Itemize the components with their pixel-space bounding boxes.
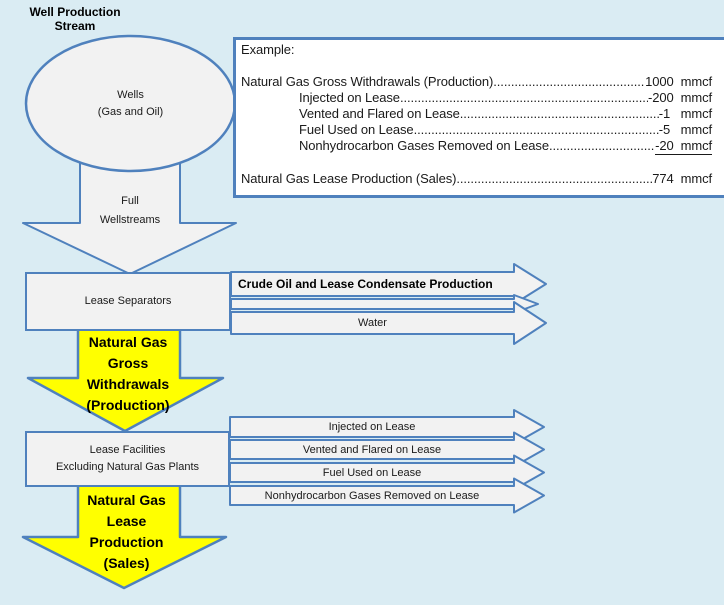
lease-facilities-label: Lease Facilities Excluding Natural Gas P… (55, 444, 200, 473)
example-row-value: 774 mmcf (652, 171, 712, 186)
ng-gross-withdrawals-down-arrow (26, 327, 225, 433)
ng-lease-production-label: Natural Gas Lease Production (Sales) (87, 492, 166, 571)
nonhydrocarbon-arrow (229, 477, 545, 514)
wells-label: Wells (Gas and Oil) (97, 89, 164, 118)
crude-oil-label: Crude Oil and Lease Condensate Productio… (238, 277, 493, 291)
dot-leader (400, 90, 648, 106)
water-right-arrow (230, 301, 547, 345)
dot-leader (493, 74, 645, 90)
example-row-lease-production: Natural Gas Lease Production (Sales) 774… (241, 171, 712, 187)
dot-leader (414, 122, 659, 138)
water-label: Water (358, 317, 387, 329)
example-box: Example: Natural Gas Gross Withdrawals (… (233, 37, 724, 198)
example-row-value: -20 mmcf (655, 138, 712, 155)
vented-flared-arrow (229, 431, 545, 468)
crude-oil-right-arrow (230, 263, 547, 305)
dot-leader (460, 106, 659, 122)
example-row-label: Injected on Lease (299, 90, 400, 105)
lease-separators-label: Lease Separators (84, 295, 172, 307)
ng-gross-withdrawals-label: Natural Gas Gross Withdrawals (Productio… (86, 334, 170, 413)
vented-flared-label: Vented and Flared on Lease (302, 444, 442, 456)
example-header: Example: (241, 42, 295, 57)
dot-leader (456, 171, 652, 187)
example-row-fuel: Fuel Used on Lease -5 mmcf (241, 122, 712, 138)
example-row-injected: Injected on Lease -200 mmcf (241, 90, 712, 106)
example-row-value: -5 mmcf (658, 122, 712, 137)
example-row-label: Vented and Flared on Lease (299, 106, 460, 121)
example-row-nonhydrocarbon: Nonhydrocarbon Gases Removed on Lease.. … (241, 138, 712, 155)
example-row-label: Natural Gas Gross Withdrawals (Productio… (241, 74, 494, 89)
dot-leader (556, 138, 655, 154)
diagram-title: Well Production Stream (29, 5, 121, 33)
lease-facilities-box: Lease Facilities Excluding Natural Gas P… (25, 431, 230, 487)
example-row-value: -1 mmcf (658, 106, 712, 121)
nonhydrocarbon-label: Nonhydrocarbon Gases Removed on Lease (264, 490, 480, 502)
example-row-label: Natural Gas Lease Production (Sales) (241, 171, 457, 186)
fuel-used-label: Fuel Used on Lease (322, 467, 422, 479)
lease-separators-box: Lease Separators (25, 272, 231, 331)
full-wellstreams-down-arrow (22, 159, 237, 275)
example-row-label: Nonhydrocarbon Gases Removed on Lease.. (299, 138, 556, 153)
ng-lease-production-down-arrow (21, 483, 228, 590)
example-row-gross-withdrawals: Natural Gas Gross Withdrawals (Productio… (241, 74, 712, 90)
example-row-label: Fuel Used on Lease (299, 122, 414, 137)
injected-on-lease-arrow (229, 409, 545, 445)
full-wellstreams-label: Full Wellstreams (99, 195, 161, 226)
example-row-value: -200 mmcf (647, 90, 712, 105)
example-row-vented: Vented and Flared on Lease -1 mmcf (241, 106, 712, 122)
example-row-value: 1000 mmcf (645, 74, 712, 89)
injected-on-lease-label: Injected on Lease (328, 421, 416, 433)
thin-strip-arrow (230, 294, 539, 314)
fuel-used-arrow (229, 454, 545, 491)
